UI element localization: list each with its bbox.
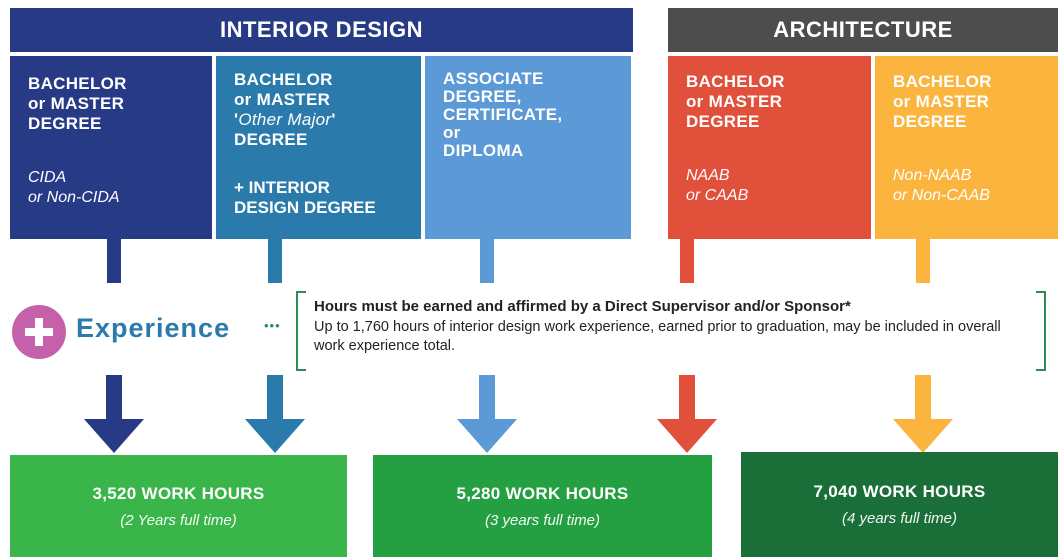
experience-note: Hours must be earned and affirmed by a D…: [314, 297, 1034, 356]
connector-line: [480, 239, 494, 283]
other-major-label: Other Major: [238, 110, 332, 129]
degree-box-associate: ASSOCIATE DEGREE, CERTIFICATE, or DIPLOM…: [425, 56, 631, 239]
accreditation-label: Non-NAAB or Non-CAAB: [893, 167, 990, 204]
result-box-7040-hours: 7,040 WORK HOURS (4 years full time): [741, 452, 1058, 557]
note-bracket-left: [296, 291, 306, 371]
interior-design-degree-label: + INTERIOR DESIGN DEGREE: [234, 178, 376, 217]
degree-label: BACHELOR or MASTER DEGREE: [686, 72, 785, 131]
degree-box-non-naab: BACHELOR or MASTER DEGREE Non-NAAB or No…: [875, 56, 1058, 239]
degree-label: BACHELOR or MASTER DEGREE: [28, 74, 127, 133]
architecture-header: ARCHITECTURE: [668, 8, 1058, 52]
years-full-time-label: (3 years full time): [484, 511, 601, 529]
connector-line: [107, 239, 121, 283]
years-full-time-label: (4 years full time): [841, 510, 958, 527]
note-body: Up to 1,760 hours of interior design wor…: [314, 319, 1001, 354]
degree-label: BACHELOR or MASTER 'Other Major' DEGREE: [234, 70, 336, 149]
work-hours-label: 3,520 WORK HOURS: [92, 483, 265, 503]
result-box-3520-hours: 3,520 WORK HOURS (2 Years full time): [10, 455, 347, 557]
degree-box-naab: BACHELOR or MASTER DEGREE NAAB or CAAB: [668, 56, 871, 239]
interior-design-title: INTERIOR DESIGN: [219, 17, 424, 42]
note-title: Hours must be earned and affirmed by a D…: [314, 298, 851, 315]
arrow-down-icon: [245, 375, 305, 453]
arrow-down-icon: [657, 375, 717, 453]
connector-line: [916, 239, 930, 283]
connector-line: [268, 239, 282, 283]
work-hours-label: 7,040 WORK HOURS: [813, 482, 986, 501]
degree-label: BACHELOR or MASTER DEGREE: [893, 72, 992, 131]
interior-design-header: INTERIOR DESIGN: [10, 8, 633, 52]
degree-box-other-major: BACHELOR or MASTER 'Other Major' DEGREE …: [216, 56, 421, 239]
accreditation-label: CIDA or Non-CIDA: [28, 169, 120, 206]
architecture-title: ARCHITECTURE: [773, 17, 953, 42]
arrow-down-icon: [893, 375, 953, 453]
arrow-down-icon: [84, 375, 144, 453]
note-bracket-right: [1036, 291, 1046, 371]
years-full-time-label: (2 Years full time): [120, 511, 237, 529]
connector-line: [680, 239, 694, 283]
ellipsis-dots: •••: [264, 318, 281, 333]
result-box-5280-hours: 5,280 WORK HOURS (3 years full time): [373, 455, 712, 557]
experience-label: Experience: [76, 313, 231, 343]
degree-box-id-bachelor-master: BACHELOR or MASTER DEGREE CIDA or Non-CI…: [10, 56, 212, 239]
arrow-down-icon: [457, 375, 517, 453]
accreditation-label: NAAB or CAAB: [686, 167, 749, 204]
work-hours-label: 5,280 WORK HOURS: [456, 483, 629, 503]
plus-circle-icon: [12, 305, 66, 359]
degree-label: ASSOCIATE DEGREE, CERTIFICATE, or DIPLOM…: [443, 69, 563, 160]
